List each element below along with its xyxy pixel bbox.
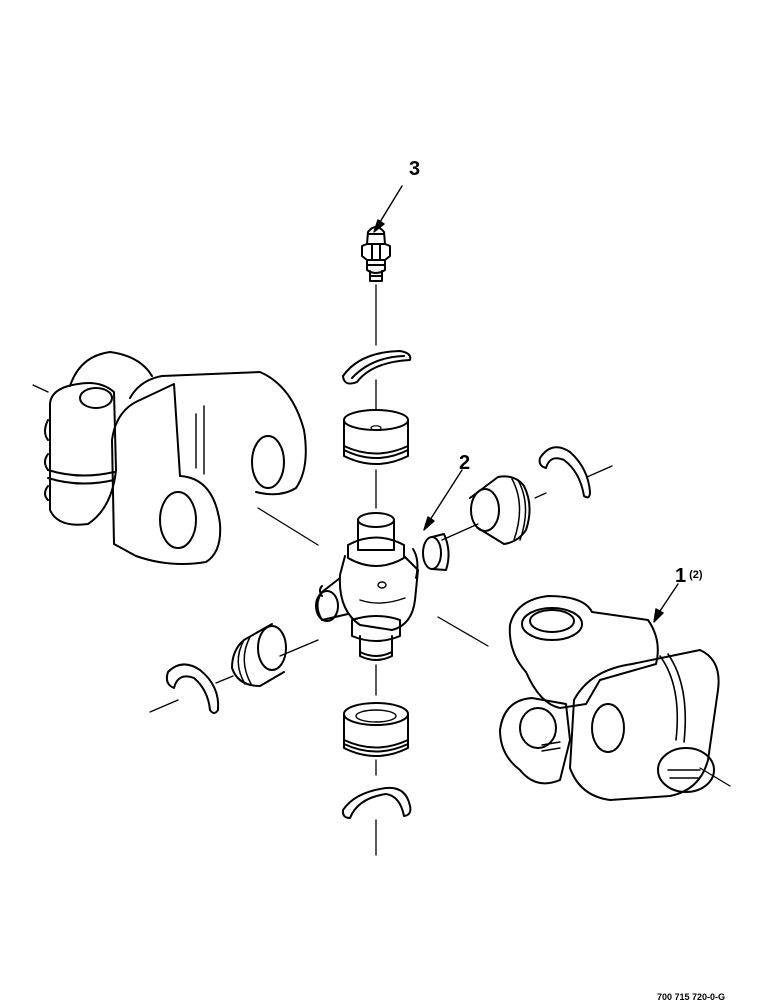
center-lines	[33, 285, 730, 855]
leader-lines	[374, 186, 678, 622]
drawing-number: 700 715 720-0-G	[657, 992, 726, 1002]
callout-3-number: 3	[409, 158, 421, 180]
snap-ring-right	[540, 447, 590, 497]
bearing-cup-top	[344, 410, 408, 464]
callout-1-number: 1	[675, 565, 687, 587]
yoke-upper-left	[45, 352, 306, 564]
callout-3: 3	[409, 158, 420, 181]
grease-fitting	[362, 227, 390, 281]
bearing-cup-right	[470, 476, 530, 544]
bearing-cup-left	[232, 624, 286, 686]
callout-2: 2	[459, 452, 470, 475]
snap-ring-top	[343, 351, 410, 384]
cross-spider	[316, 513, 449, 660]
callout-1-quantity: (2)	[689, 569, 703, 581]
snap-ring-bottom	[343, 788, 411, 818]
snap-ring-left	[167, 664, 218, 713]
callout-2-number: 2	[459, 452, 471, 474]
callout-1: 1(2)	[675, 565, 703, 588]
yoke-lower-right	[500, 596, 719, 800]
bearing-cup-bottom	[344, 703, 408, 756]
